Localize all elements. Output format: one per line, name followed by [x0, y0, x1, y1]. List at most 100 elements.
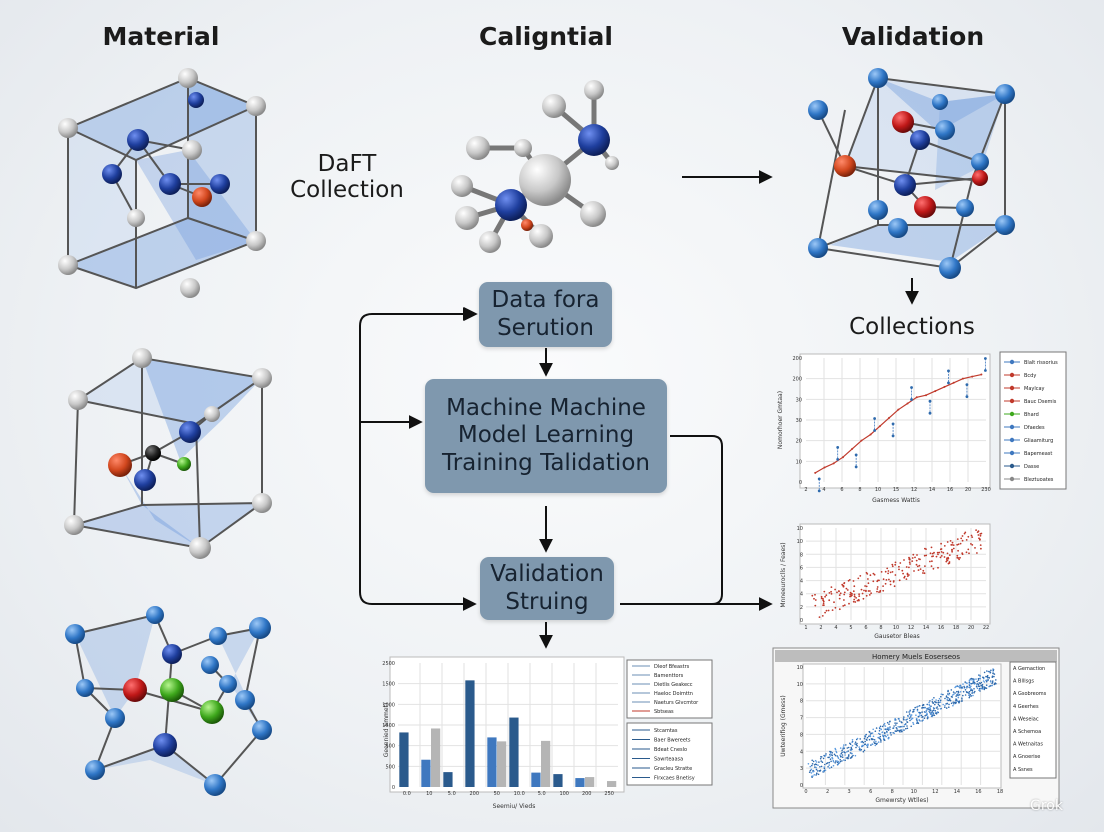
legend-label: Sbtseas — [654, 709, 674, 715]
flow-box-validation-struing-text: Validation Struing — [490, 560, 604, 615]
scatter-point — [939, 708, 942, 710]
bar-chart-legend-bottom — [626, 722, 713, 786]
scatter-point — [957, 685, 960, 688]
scatter-point — [905, 719, 907, 721]
scatter-point — [922, 572, 924, 574]
y-tick-label: 8 — [800, 552, 803, 558]
scatter-point — [816, 773, 818, 775]
scatter-point — [955, 699, 957, 702]
scatter-point — [820, 595, 823, 598]
scatter-point — [885, 735, 887, 738]
scatter-point — [973, 691, 975, 694]
scatter-point — [832, 764, 835, 767]
scatter-point — [841, 756, 844, 758]
validation-title: Validation — [841, 22, 985, 51]
scatter-point — [878, 737, 881, 739]
scatter-point — [983, 671, 986, 674]
scatter-point — [936, 551, 939, 554]
scatter-point — [850, 747, 853, 750]
scatter-point — [876, 588, 879, 590]
scatter-point — [968, 696, 971, 699]
data-point — [869, 433, 872, 436]
scatter-point — [855, 746, 857, 749]
scatter-blue-title: Homery Muels Eoserseos — [872, 653, 960, 661]
scatter-point — [876, 586, 879, 588]
y-tick-label: 0 — [392, 785, 395, 791]
scatter-point — [884, 728, 886, 730]
scatter-point — [886, 721, 889, 724]
scatter-point — [969, 695, 971, 697]
scatter-point — [842, 585, 845, 588]
x-tick-label: 6 — [864, 625, 867, 631]
scatter-point — [886, 734, 889, 736]
legend-marker — [1009, 385, 1015, 391]
scatter-point — [854, 601, 857, 603]
scatter-point — [972, 694, 974, 697]
scatter-point — [935, 699, 937, 701]
scatter-point — [921, 711, 923, 713]
scatter-point — [982, 676, 985, 679]
scatter-point — [900, 729, 902, 731]
scatter-point — [861, 744, 863, 747]
scatter-point — [978, 685, 981, 688]
y-tick-label: 10 — [797, 539, 803, 545]
scatter-point — [823, 590, 826, 593]
scatter-point — [933, 714, 936, 717]
scatter-point — [891, 565, 894, 568]
scatter-point — [872, 728, 874, 731]
scatter-point — [823, 754, 825, 757]
scatter-point — [908, 561, 911, 564]
x-tick-label: 14 — [929, 487, 935, 493]
scatter-point — [824, 611, 826, 614]
scatter-point — [964, 681, 966, 683]
scatter-point — [844, 752, 846, 754]
scatter-point — [895, 719, 897, 721]
scatter-point — [827, 609, 830, 612]
scatter-point — [814, 599, 817, 601]
scatter-point — [929, 560, 931, 563]
x-tick-label: 16 — [947, 487, 953, 493]
scatter-point — [939, 556, 942, 559]
scatter-point — [861, 592, 864, 595]
scatter-point — [948, 554, 951, 556]
scatter-point — [990, 669, 992, 672]
scatter-point — [961, 539, 964, 542]
scatter-point — [841, 760, 843, 762]
scatter-point — [837, 763, 839, 766]
scatter-point — [970, 543, 972, 545]
scatter-point — [926, 707, 928, 710]
scatter-point — [915, 717, 918, 720]
scatter-point — [872, 580, 875, 583]
scatter-point — [957, 690, 960, 693]
bar-chart-legend-top — [626, 659, 713, 719]
scatter-point — [965, 551, 968, 554]
scatter-point — [908, 717, 911, 719]
x-tick-label: 12 — [908, 625, 914, 631]
scatter-point — [901, 725, 903, 728]
scatter-point — [853, 593, 856, 596]
data-point — [980, 373, 983, 376]
legend-label: A Gnoerise — [1013, 754, 1040, 760]
collections-label: Collections — [849, 314, 975, 340]
bar — [607, 781, 617, 787]
scatter-point — [838, 608, 841, 611]
scatter-point — [992, 680, 994, 682]
scatter-point — [850, 749, 852, 752]
scatter-point — [992, 672, 994, 675]
scatter-point — [971, 536, 974, 538]
legend-label: Sawrteaasa — [654, 757, 683, 763]
scatter-point — [919, 720, 921, 722]
x-tick-label: 230 — [981, 487, 991, 493]
scatter-point — [816, 770, 819, 772]
scatter-point — [862, 750, 865, 753]
scatter-point — [925, 714, 927, 716]
y-tick-label: 10 — [797, 665, 803, 671]
scatter-point — [915, 559, 918, 562]
scatter-point — [938, 697, 941, 700]
scatter-point — [933, 697, 935, 699]
data-point — [947, 369, 950, 373]
scatter-point — [830, 760, 832, 763]
scatter-point — [979, 682, 982, 685]
scatter-point — [821, 761, 824, 763]
scatter-point — [912, 553, 915, 556]
